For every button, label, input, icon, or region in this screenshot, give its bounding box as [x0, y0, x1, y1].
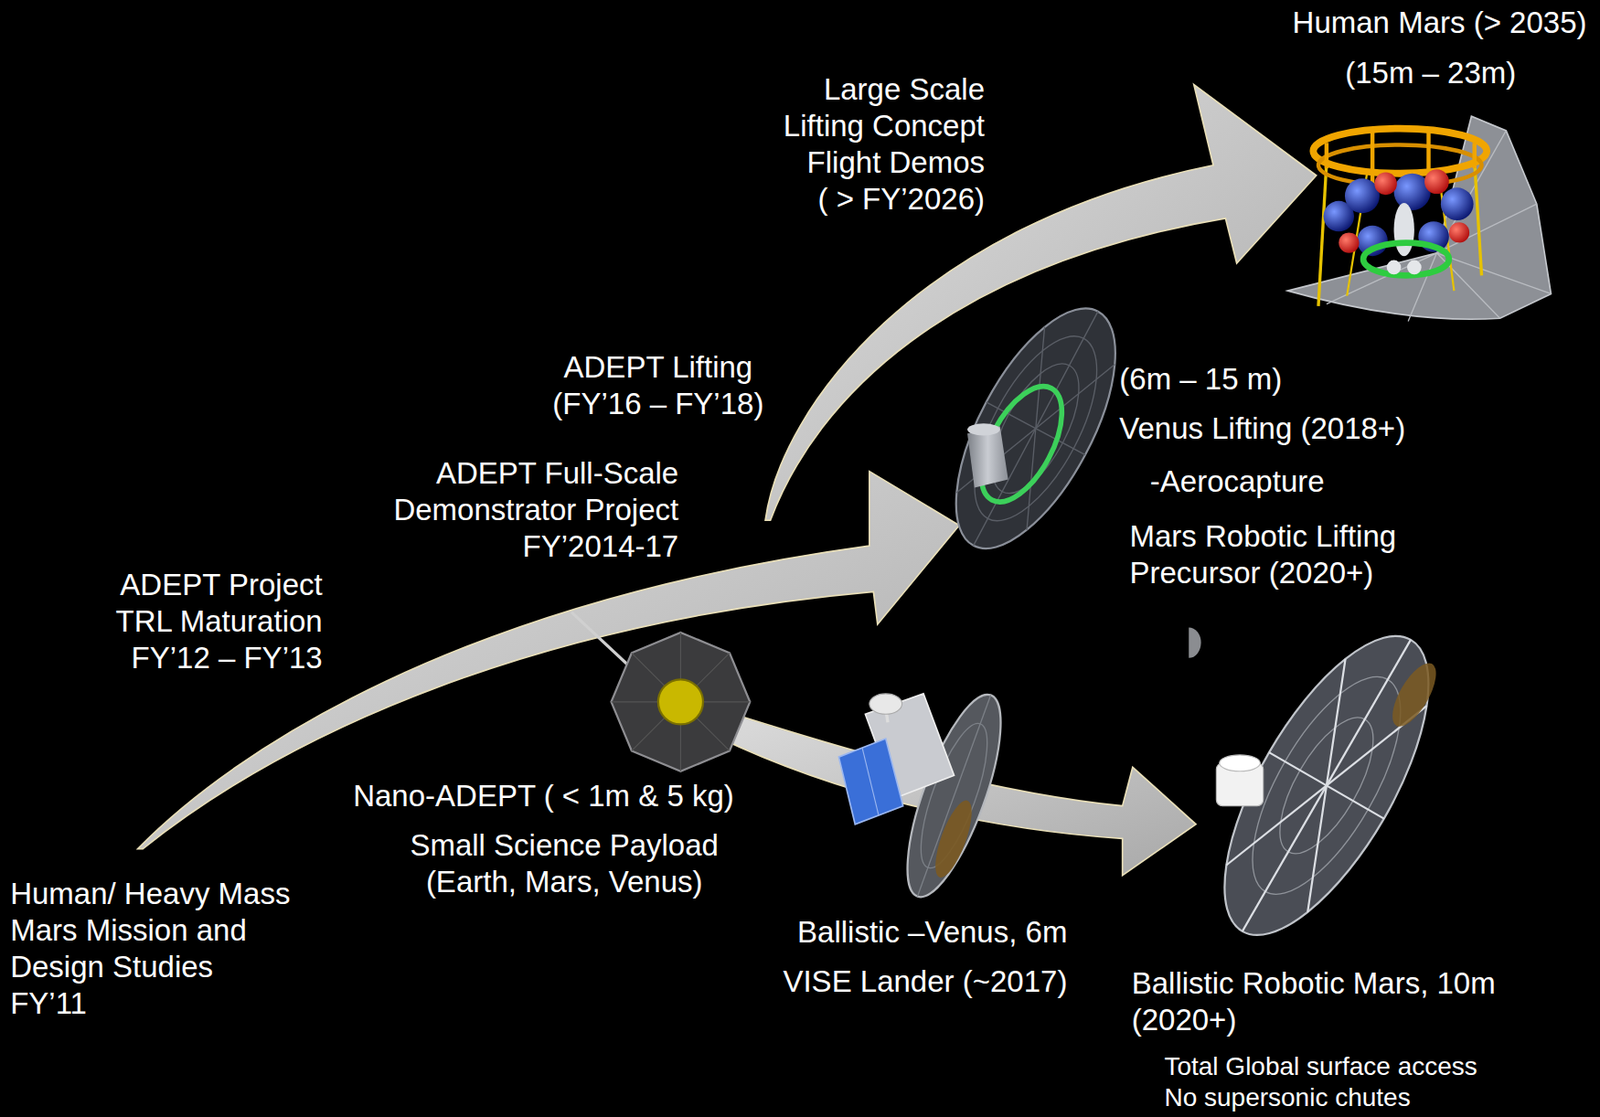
- annotation-text: ADEPT Project TRL Maturation FY’12 – FY’…: [112, 566, 325, 677]
- lifting-aeroshell: [923, 285, 1148, 573]
- text-line: Mars Mission and: [10, 912, 290, 950]
- text-line: FY’12 – FY’13: [115, 640, 322, 677]
- label-holder: Human Mars (> 2035): [1290, 4, 1590, 42]
- text-line: ( > FY’2026): [783, 181, 985, 218]
- label-holder: Mars Robotic Lifting Precursor (2020+): [1126, 518, 1399, 592]
- annotation-text: Venus Lifting (2018+): [1116, 410, 1408, 448]
- label-holder: Large Scale Lifting Concept Flight Demos…: [780, 71, 988, 218]
- text-line: Small Science Payload: [409, 827, 719, 864]
- text-line: Ballistic –Venus, 6m: [797, 914, 1067, 951]
- annotation-text: -Aerocapture: [1147, 463, 1328, 501]
- text-line: Precursor (2020+): [1129, 554, 1397, 592]
- text-line: Venus Lifting (2018+): [1119, 410, 1406, 448]
- annotation-text: Mars Robotic Lifting Precursor (2020+): [1126, 518, 1399, 592]
- annotation-text: Large Scale Lifting Concept Flight Demos…: [780, 71, 988, 218]
- label-holder: Human/ Heavy Mass Mars Mission and Desig…: [7, 875, 293, 1023]
- text-line: Lifting Concept: [783, 107, 985, 145]
- label-holder: Ballistic Robotic Mars, 10m (2020+): [1129, 965, 1499, 1039]
- label-holder: Nano-ADEPT ( < 1m & 5 kg): [350, 778, 737, 815]
- label-holder: ADEPT Lifting (FY’16 – FY’18): [549, 349, 767, 423]
- annotation-text: No supersonic chutes: [1161, 1082, 1413, 1114]
- text-line: Human Mars (> 2035): [1292, 4, 1588, 42]
- nano-adept: [611, 632, 751, 772]
- text-line: Nano-ADEPT ( < 1m & 5 kg): [352, 778, 735, 815]
- text-line: Mars Robotic Lifting: [1129, 518, 1397, 555]
- label-holder: (6m – 15 m): [1116, 361, 1285, 398]
- human-mars-vehicle: [1287, 116, 1551, 321]
- label-holder: No supersonic chutes: [1161, 1082, 1413, 1114]
- text-line: FY’2014-17: [393, 528, 679, 566]
- annotation-text: (15m – 23m): [1342, 54, 1519, 92]
- text-line: Large Scale: [783, 71, 985, 108]
- vise-lander: [838, 684, 1020, 907]
- annotation-text: ADEPT Full-Scale Demonstrator Project FY…: [390, 455, 682, 566]
- label-holder: (15m – 23m): [1342, 54, 1519, 92]
- label-holder: ADEPT Full-Scale Demonstrator Project FY…: [390, 455, 682, 566]
- label-holder: Venus Lifting (2018+): [1116, 410, 1408, 448]
- text-line: (Earth, Mars, Venus): [409, 864, 719, 901]
- text-line: Human/ Heavy Mass: [10, 875, 290, 913]
- annotation-text: Ballistic –Venus, 6m: [794, 914, 1070, 951]
- annotation-text: Total Global surface access: [1161, 1051, 1480, 1083]
- text-line: Ballistic Robotic Mars, 10m: [1131, 965, 1496, 1003]
- label-holder: Small Science Payload (Earth, Mars, Venu…: [406, 827, 722, 901]
- text-line: VISE Lander (~2017): [782, 963, 1067, 1001]
- text-line: ADEPT Full-Scale: [393, 455, 679, 492]
- text-line: (FY’16 – FY’18): [552, 385, 764, 423]
- annotation-text: (6m – 15 m): [1116, 361, 1285, 398]
- annotation-text: ADEPT Lifting (FY’16 – FY’18): [549, 349, 767, 423]
- text-line: TRL Maturation: [115, 603, 322, 640]
- text-line: (6m – 15 m): [1119, 361, 1282, 398]
- text-line: (15m – 23m): [1344, 54, 1516, 92]
- text-line: No supersonic chutes: [1163, 1082, 1410, 1114]
- text-line: Flight Demos: [783, 144, 985, 182]
- annotation-text: Ballistic Robotic Mars, 10m (2020+): [1129, 965, 1499, 1039]
- text-line: (2020+): [1131, 1002, 1496, 1039]
- label-holder: ADEPT Project TRL Maturation FY’12 – FY’…: [112, 566, 325, 677]
- label-holder: -Aerocapture: [1147, 463, 1328, 501]
- text-line: Design Studies: [10, 949, 290, 986]
- text-line: ADEPT Lifting: [552, 349, 764, 386]
- annotation-text: VISE Lander (~2017): [779, 963, 1070, 1001]
- text-line: Demonstrator Project: [393, 491, 679, 529]
- annotation-text: Human/ Heavy Mass Mars Mission and Desig…: [7, 875, 293, 1023]
- annotation-text: Small Science Payload (Earth, Mars, Venu…: [406, 827, 722, 901]
- text-line: ADEPT Project: [115, 566, 322, 604]
- annotation-text: Human Mars (> 2035): [1290, 4, 1590, 42]
- label-holder: Total Global surface access: [1161, 1051, 1480, 1083]
- annotation-text: Nano-ADEPT ( < 1m & 5 kg): [350, 778, 737, 815]
- text-line: -Aerocapture: [1150, 463, 1325, 501]
- label-holder: Ballistic –Venus, 6m: [794, 914, 1070, 951]
- label-holder: VISE Lander (~2017): [779, 963, 1070, 1001]
- ballistic-mars-aeroshell: [1184, 607, 1469, 966]
- text-line: FY’11: [10, 985, 290, 1023]
- text-line: Total Global surface access: [1163, 1051, 1477, 1083]
